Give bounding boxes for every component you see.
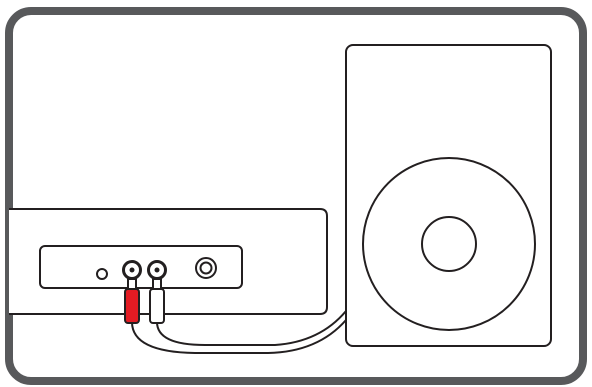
rca-cable-icon: [131, 310, 347, 354]
rca-jack-left-icon: [122, 260, 142, 280]
rca-plug-white-icon: [149, 278, 165, 324]
rca-jack-right-icon: [147, 260, 167, 280]
small-jack-icon: [96, 268, 108, 280]
cable-strand-outer: [131, 319, 347, 354]
speaker-icon: [345, 44, 552, 347]
cable-strand-inner: [156, 310, 347, 346]
power-connector-icon: [195, 257, 217, 279]
speaker-dust-cap: [421, 216, 477, 272]
audio-player-icon: [9, 208, 328, 315]
rca-plug-red-icon: [124, 278, 140, 324]
